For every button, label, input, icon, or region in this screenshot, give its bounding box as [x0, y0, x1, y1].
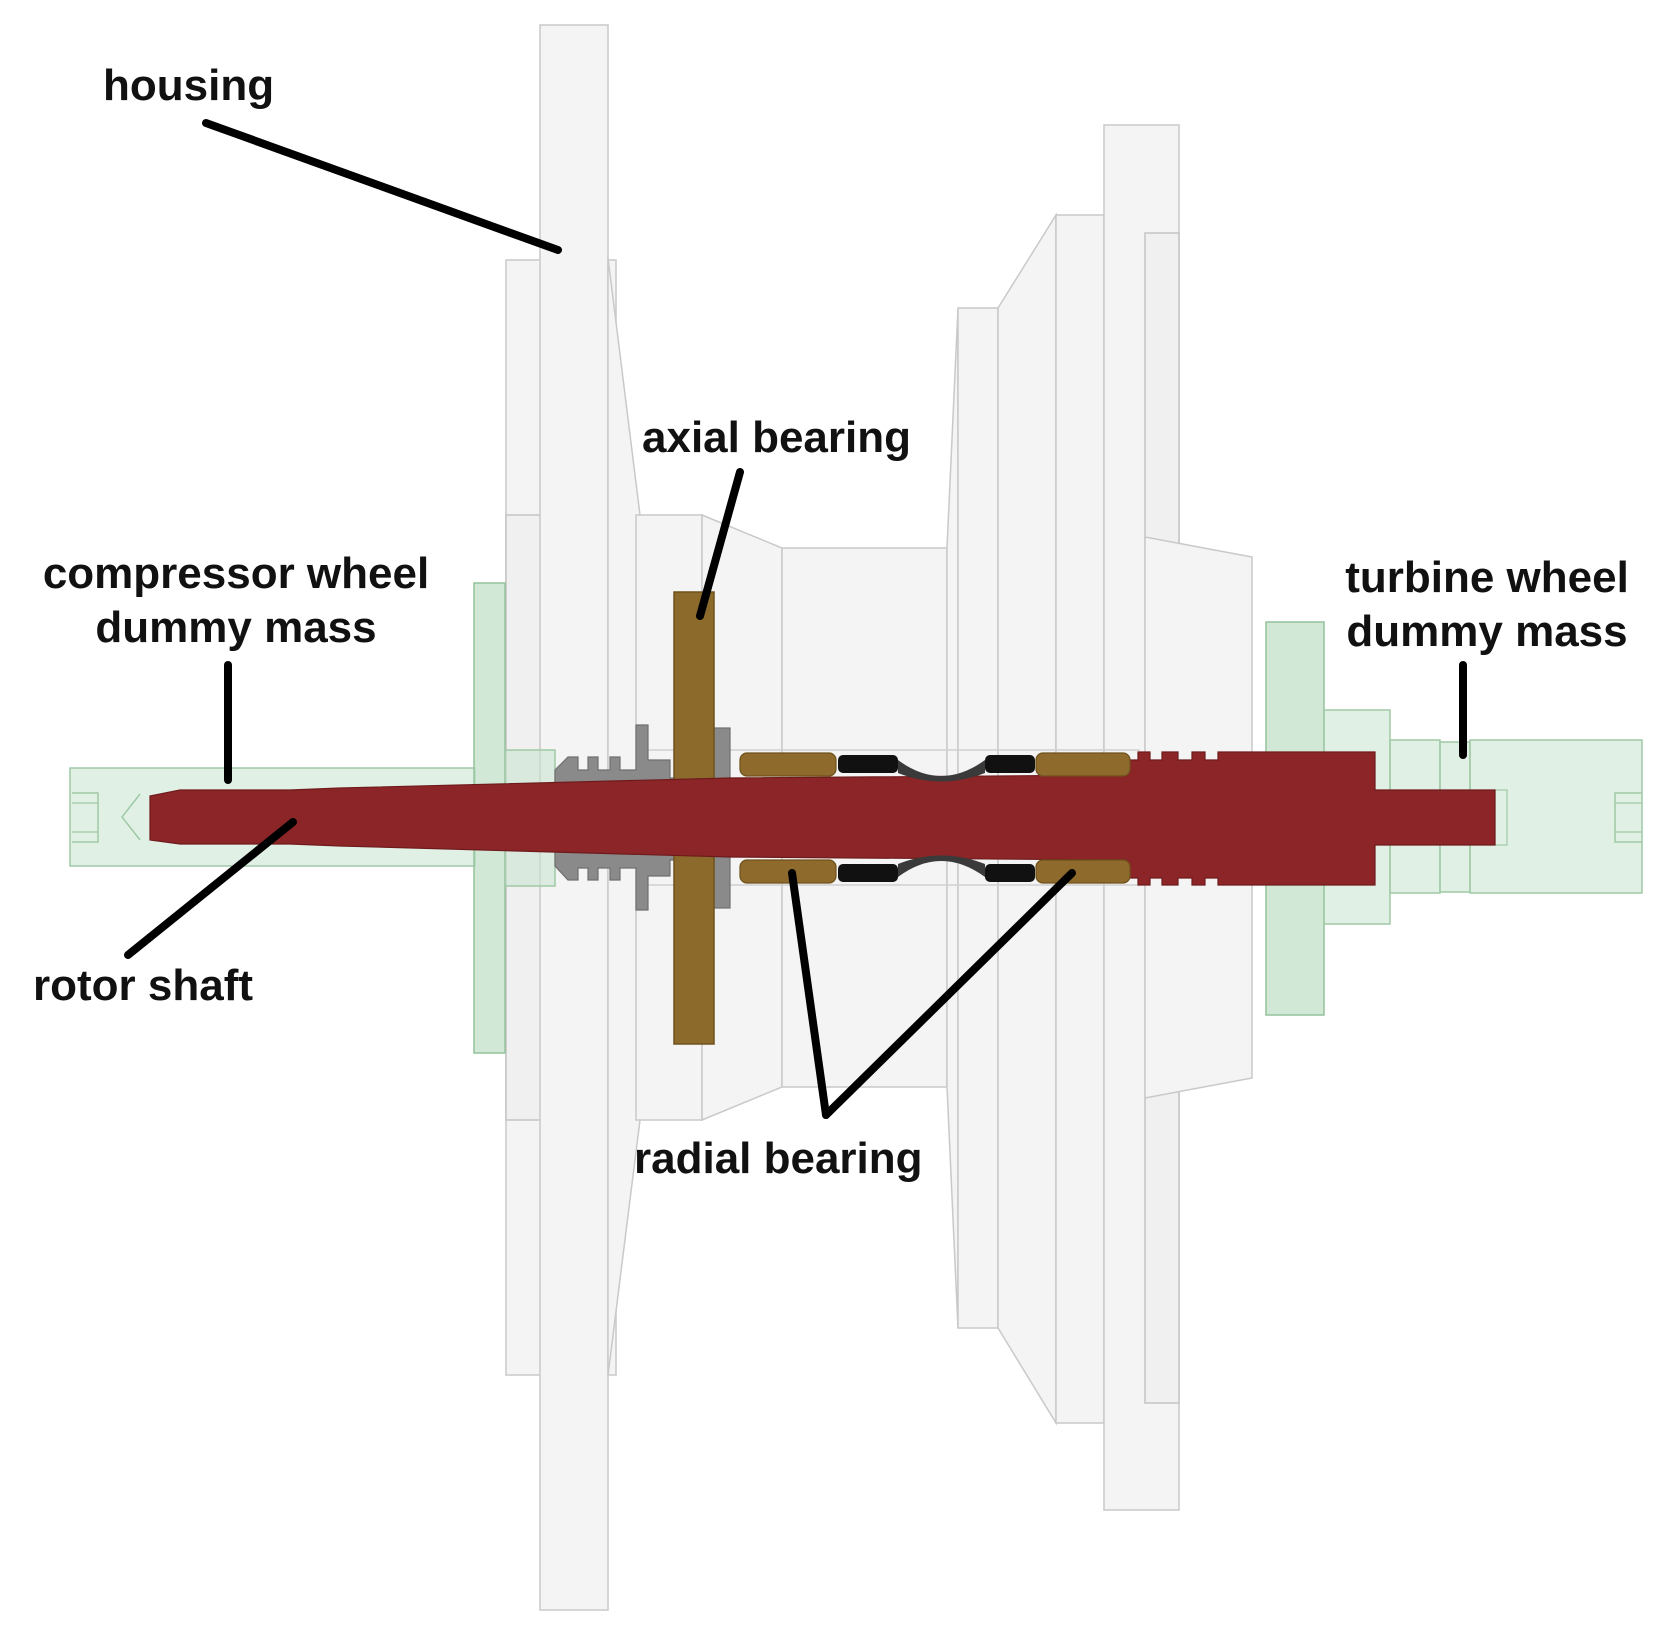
label-rotor-shaft: rotor shaft	[33, 961, 253, 1010]
compressor-nut-hex-icon	[72, 792, 99, 843]
leader-axial-bearing	[696, 468, 744, 620]
label-compressor-wheel-line1: compressor wheel	[43, 549, 429, 598]
leader-radial-bearing-right	[822, 869, 1076, 1119]
rotor-shaft	[149, 751, 1496, 886]
label-axial-bearing: axial bearing	[642, 413, 911, 462]
turbine-nut-hex-icon	[1614, 792, 1642, 843]
leader-rotor-shaft	[124, 818, 297, 959]
compressor-drill-tip-icon	[121, 793, 141, 841]
spacer-top	[898, 760, 985, 782]
seal-ring-right-top	[985, 755, 1035, 773]
label-housing: housing	[103, 61, 274, 110]
leader-lines	[124, 119, 1467, 1119]
leader-housing	[202, 119, 562, 254]
radial-bearing-left-bottom	[739, 859, 837, 884]
seal-ring-left-bottom	[838, 864, 898, 882]
leader-radial-bearing-left	[788, 869, 830, 1119]
radial-bearing-right-top	[1035, 752, 1131, 777]
label-turbine-wheel-line1: turbine wheel	[1345, 553, 1629, 602]
radial-bearing-left-top	[739, 752, 837, 777]
housing	[505, 24, 1253, 1611]
radial-bearing-right-bottom	[1035, 859, 1131, 884]
label-compressor-wheel-line2: dummy mass	[95, 603, 376, 652]
spacer-bottom	[898, 855, 985, 877]
seal-ring-right-bottom	[985, 864, 1035, 882]
label-turbine-wheel-line2: dummy mass	[1346, 607, 1627, 656]
turbine-dummy-mass-end	[1469, 739, 1643, 894]
radial-bearings	[739, 752, 1131, 884]
label-radial-bearing: radial bearing	[634, 1134, 923, 1183]
labels: housing axial bearing compressor wheel d…	[33, 61, 1629, 1183]
seal-ring-left-top	[838, 755, 898, 773]
